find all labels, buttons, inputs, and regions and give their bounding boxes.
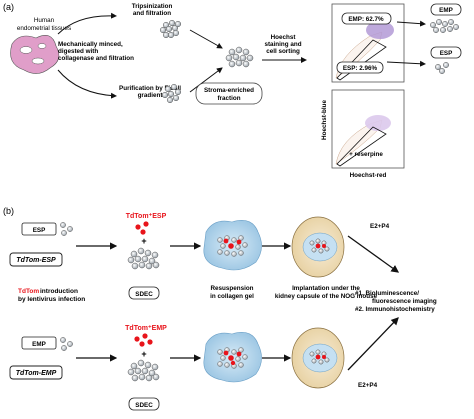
esp-gate-label-box (336, 61, 384, 74)
tdtom-emp-box (9, 365, 63, 380)
sdec-box-top (128, 286, 160, 300)
sdec-box-bottom (128, 397, 160, 411)
tissue-blob (10, 35, 60, 74)
emp-box-label: EMP (32, 341, 46, 348)
emp-output-cells (430, 19, 459, 33)
sorting-label-3: cell sorting (266, 48, 300, 55)
emp-output-box (430, 3, 462, 16)
emp-gate-label-box (341, 12, 392, 25)
step-mince-3: collagenase and filtration (58, 55, 134, 62)
tdtom-esp-red-cells (135, 221, 149, 235)
collagen-gel-bottom (203, 332, 262, 383)
emp-box (21, 336, 57, 350)
step-trypsin-1: Tripsinization (132, 3, 173, 10)
reserpine-label: + reserpine (349, 151, 383, 158)
tdtom-esp-box-label: TdTom-ESP (16, 257, 56, 264)
esp-box (21, 222, 57, 236)
tdtom-emp-box-label: TdTom-EMP (16, 370, 57, 377)
emp-cells (60, 337, 73, 351)
hormone-bottom: E2+P4 (358, 382, 378, 389)
stroma-label-2: fraction (217, 95, 240, 102)
arrow-to-esp (386, 60, 426, 67)
esp-cells (60, 222, 73, 236)
step-mince-2: digested with (58, 48, 98, 55)
arrow-to-trypsin (57, 12, 117, 35)
kidney-bottom (291, 327, 345, 389)
stroma-label-1: Stroma-enriched (204, 87, 254, 94)
cell-cluster-pooled (225, 46, 254, 68)
esp-output-box (430, 46, 462, 59)
outcome-2: fluorescence imaging (372, 298, 437, 305)
cell-cluster-trypsin (159, 19, 182, 39)
source-label-1: Human (34, 17, 55, 24)
esp-box-label: ESP (33, 227, 46, 234)
plus-top: + (141, 236, 146, 246)
tdtom-emp-label: TdTom⁺EMP (125, 325, 167, 332)
intro-red: TdTom (18, 288, 39, 295)
step-trypsin-2: and filtration (133, 10, 171, 17)
sdec-cluster-top (127, 247, 160, 270)
sorting-label-1: Hoechst (271, 34, 297, 41)
arrow-bottom-to-outcome (347, 317, 399, 371)
stroma-box (195, 82, 263, 105)
tdtom-esp-label: TdTom⁺ESP (126, 213, 167, 220)
y-axis-label: Hoechst-blue (321, 100, 328, 140)
step-ficoll-2: gradient (138, 92, 164, 99)
emp-output-label: EMP (439, 7, 453, 14)
resuspension-2: in collagen gel (210, 293, 254, 300)
x-axis-label: Hoechst-red (350, 172, 387, 179)
intro-rest: introduction (40, 288, 78, 295)
hormone-top: E2+P4 (370, 223, 390, 230)
implantation-2: kidney capsule of the NOG mouse (275, 293, 378, 300)
facs-reserpine-population (365, 115, 391, 131)
implantation-1: Implantation under the (292, 285, 360, 292)
source-label-2: endometrial tissues (17, 25, 71, 32)
kidney-top (291, 216, 345, 278)
arrow-trypsin-to-pool (189, 29, 223, 49)
sdec-cluster-bottom (127, 359, 160, 382)
plus-bottom: + (141, 349, 146, 359)
resuspension-1: Resuspension (210, 285, 253, 292)
esp-gate-label: ESP: 2.96% (343, 65, 378, 72)
esp-output-label: ESP (440, 50, 453, 57)
esp-output-cells (435, 62, 449, 74)
panel-a-label: (a) (3, 2, 14, 12)
arrow-ficoll-to-pool (189, 67, 223, 93)
intro-line2: by lentivirus infection (18, 296, 85, 303)
facs-main-population (366, 21, 394, 39)
sdec-label-bottom: SDEC (135, 402, 153, 409)
arrow-to-ficoll (57, 69, 117, 99)
step-ficoll-1: Purification by Ficoll (119, 85, 181, 92)
outcome-1: #1. Bioluminescence/ (355, 290, 419, 297)
tdtom-esp-box (9, 252, 63, 267)
step-mince-1: Mechanically minced, (58, 41, 123, 48)
cell-cluster-ficoll (161, 83, 182, 104)
arrow-top-to-outcome (347, 235, 400, 273)
arrow-to-emp (396, 20, 426, 27)
sorting-label-2: staining and (264, 41, 301, 48)
panel-b-label: (b) (3, 206, 14, 216)
tdtom-emp-red-cells (134, 333, 153, 347)
sdec-label-top: SDEC (135, 291, 153, 298)
esp-gate-reserpine (336, 126, 387, 167)
esp-gate (336, 39, 387, 81)
collagen-gel-top (203, 220, 262, 271)
outcome-3: #2. Immunohistochemistry (355, 306, 435, 313)
emp-gate-label: EMP: 62.7% (348, 16, 384, 23)
